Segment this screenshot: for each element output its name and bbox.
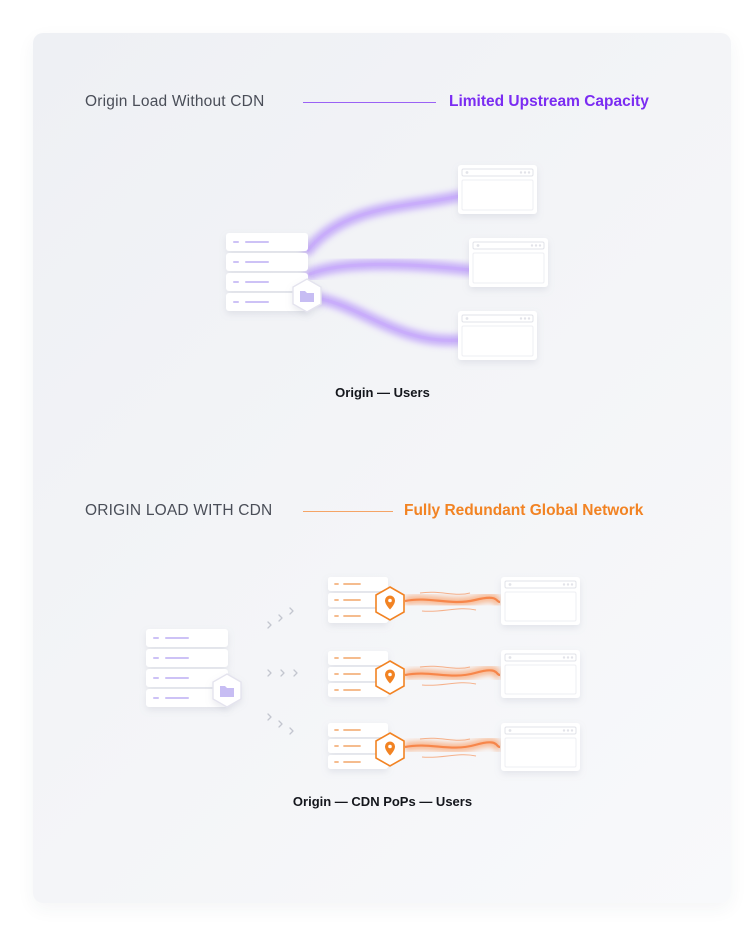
cdn-pop-server bbox=[328, 723, 404, 769]
folder-icon bbox=[213, 674, 241, 707]
link-pop-user-2 bbox=[405, 666, 500, 685]
user-browser-window bbox=[501, 723, 580, 771]
map-pin-icon bbox=[376, 661, 404, 694]
link-pop-user-3 bbox=[405, 738, 500, 757]
chevron-right-icon bbox=[268, 608, 297, 734]
user-browser-window bbox=[458, 311, 537, 360]
map-pin-icon bbox=[376, 733, 404, 766]
section1-caption: Origin — Users bbox=[0, 385, 755, 400]
link-pop-user-1 bbox=[405, 592, 500, 611]
user-browser-window bbox=[469, 238, 548, 287]
origin-to-user-links bbox=[308, 196, 470, 340]
link-origin-user-3 bbox=[316, 298, 460, 340]
pop-to-user-links bbox=[405, 592, 500, 757]
user-browser-window bbox=[501, 650, 580, 698]
map-pin-icon bbox=[376, 587, 404, 620]
section2-caption: Origin — CDN PoPs — Users bbox=[0, 794, 755, 809]
user-browser-window bbox=[501, 577, 580, 625]
link-origin-user-2 bbox=[310, 264, 470, 274]
user-browser-window bbox=[458, 165, 537, 214]
folder-icon bbox=[293, 279, 321, 312]
link-origin-user-1 bbox=[308, 196, 460, 250]
cdn-pop-server bbox=[328, 577, 404, 623]
cdn-pop-server bbox=[328, 651, 404, 697]
